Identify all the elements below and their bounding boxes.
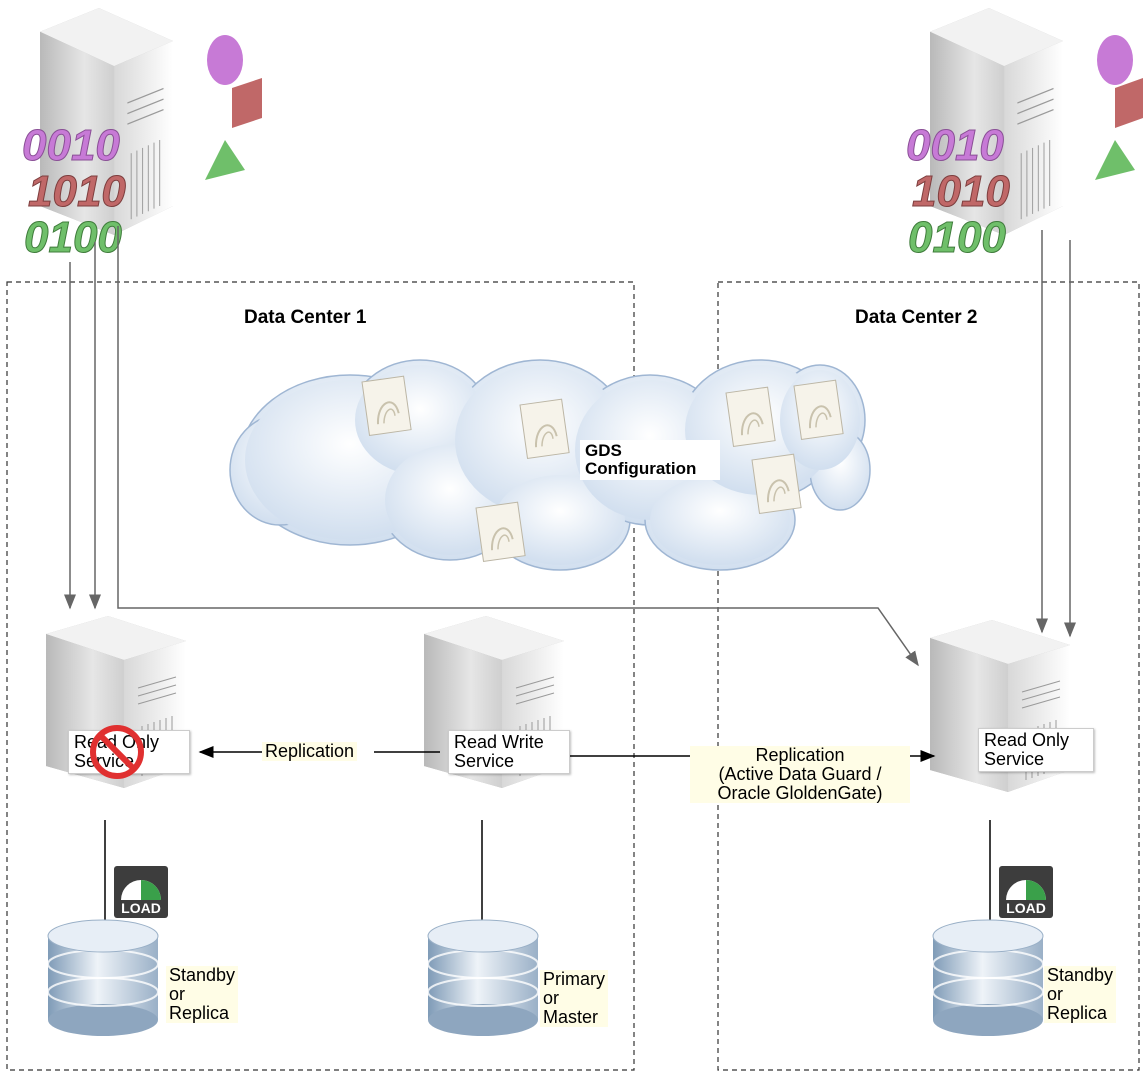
data-center-1-title: Data Center 1	[244, 307, 367, 328]
client-digits-row2: 1010	[28, 167, 126, 216]
client-digits-row3: 0100	[908, 213, 1006, 262]
client-digits-row2: 1010	[912, 167, 1010, 216]
dc1-standby-database-label: Standby or Replica	[166, 966, 239, 1023]
circle-shape-icon	[207, 35, 243, 85]
gsm-card-icon	[475, 501, 527, 563]
gsm-card-icon	[361, 375, 413, 437]
replication-right-label: Replication (Active Data Guard / Oracle …	[690, 746, 910, 803]
gsm-card-icon	[519, 398, 571, 460]
gsm-card-icon	[725, 386, 777, 448]
client-connections	[64, 226, 1076, 667]
dc1-standby-database-icon	[47, 919, 159, 1037]
data-center-2-title: Data Center 2	[855, 307, 978, 328]
data-center-1-frame	[6, 281, 635, 1071]
client-digits-row1: 0010	[22, 121, 120, 170]
gsm-card-icon	[793, 379, 845, 441]
triangle-shape-icon	[1095, 140, 1135, 180]
triangle-shape-icon	[205, 140, 245, 180]
data-center-2-frame	[717, 281, 1140, 1071]
dc1-readwrite-service-label: Read Write Service	[448, 730, 570, 774]
load-badge-label: LOAD	[121, 900, 161, 916]
gsm-card-icon	[751, 453, 803, 515]
unavailable-icon	[90, 725, 144, 779]
server-db-connectors	[104, 820, 991, 920]
gds-cloud	[229, 359, 871, 571]
client-server-left	[39, 7, 262, 236]
dc1-primary-database-icon	[427, 919, 539, 1037]
client-digits-row1: 0010	[906, 121, 1004, 170]
client-server-right	[929, 7, 1143, 236]
square-shape-icon	[232, 78, 262, 128]
square-shape-icon	[1115, 78, 1143, 128]
circle-shape-icon	[1097, 35, 1133, 85]
gds-configuration-label: GDS Configuration	[580, 440, 720, 480]
replication-left-label: Replication	[262, 742, 358, 761]
load-badge-label: LOAD	[1006, 900, 1046, 916]
dc1-primary-database-label: Primary or Master	[540, 970, 608, 1027]
dc2-standby-database-icon	[932, 919, 1044, 1037]
dc2-readonly-service-label: Read Only Service	[978, 728, 1094, 772]
dc2-standby-database-label: Standby or Replica	[1044, 966, 1117, 1023]
client-digits-row3: 0100	[24, 213, 122, 262]
